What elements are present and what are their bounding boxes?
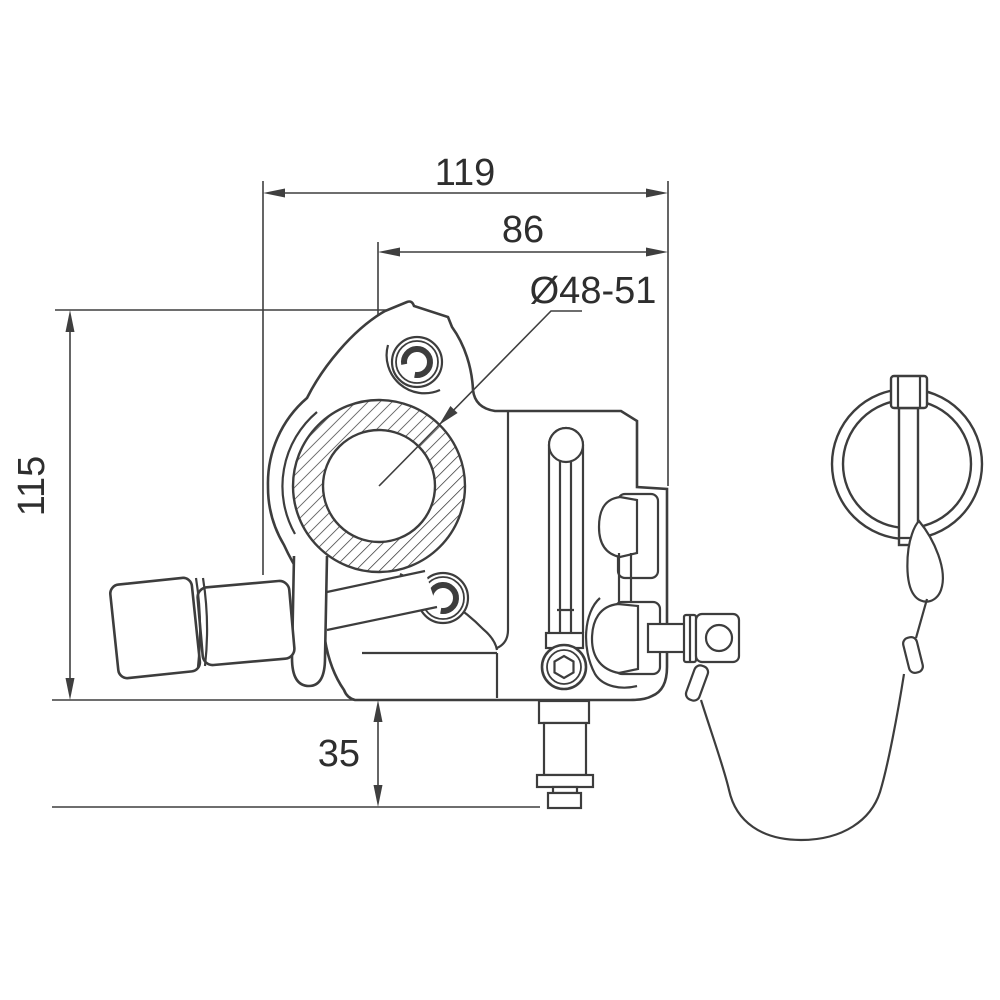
upper-clamp-screw <box>385 335 444 395</box>
locking-lever <box>109 555 438 688</box>
tab-plate-hole <box>704 623 734 653</box>
dim-label-115: 115 <box>11 456 53 517</box>
safety-cable <box>684 519 944 842</box>
dimension-119: 119 <box>263 152 668 198</box>
cable-crimp-left <box>684 664 710 702</box>
socket-bolt <box>535 631 595 810</box>
block-edge <box>496 411 510 650</box>
casting-lip-arc <box>281 411 318 535</box>
bolt-shoulder <box>537 699 591 725</box>
dimension-bore: Ø48-51 <box>378 270 657 487</box>
pin-head <box>889 374 929 410</box>
cable-loop <box>906 519 944 603</box>
hex-socket <box>553 654 575 680</box>
knob-seam <box>194 577 209 668</box>
dimension-115: 115 <box>11 310 75 700</box>
latch-cams <box>585 492 662 689</box>
lever-collar <box>196 579 296 667</box>
extension-lines <box>52 181 669 808</box>
dim-label-86: 86 <box>502 209 544 251</box>
dimension-35: 35 <box>318 700 383 807</box>
dim-label-119: 119 <box>435 152 496 194</box>
cable-line <box>699 673 906 842</box>
bolt-tip <box>546 791 583 810</box>
dimension-86: 86 <box>378 209 668 257</box>
lever-finger <box>290 555 329 688</box>
mounting-stud <box>646 612 741 664</box>
plunger-pin <box>547 426 585 633</box>
dim-label-35: 35 <box>318 733 360 775</box>
bore-outer-circle <box>291 398 467 574</box>
lever-knob <box>109 576 202 680</box>
bolt-flange <box>535 773 595 789</box>
lever-arm <box>326 569 438 632</box>
cable-crimp-right <box>902 636 924 674</box>
lower-clamp-screw <box>416 571 470 625</box>
dim-label-bore: Ø48-51 <box>530 270 657 312</box>
linch-pin <box>830 374 984 547</box>
bolt-shank <box>542 721 588 777</box>
